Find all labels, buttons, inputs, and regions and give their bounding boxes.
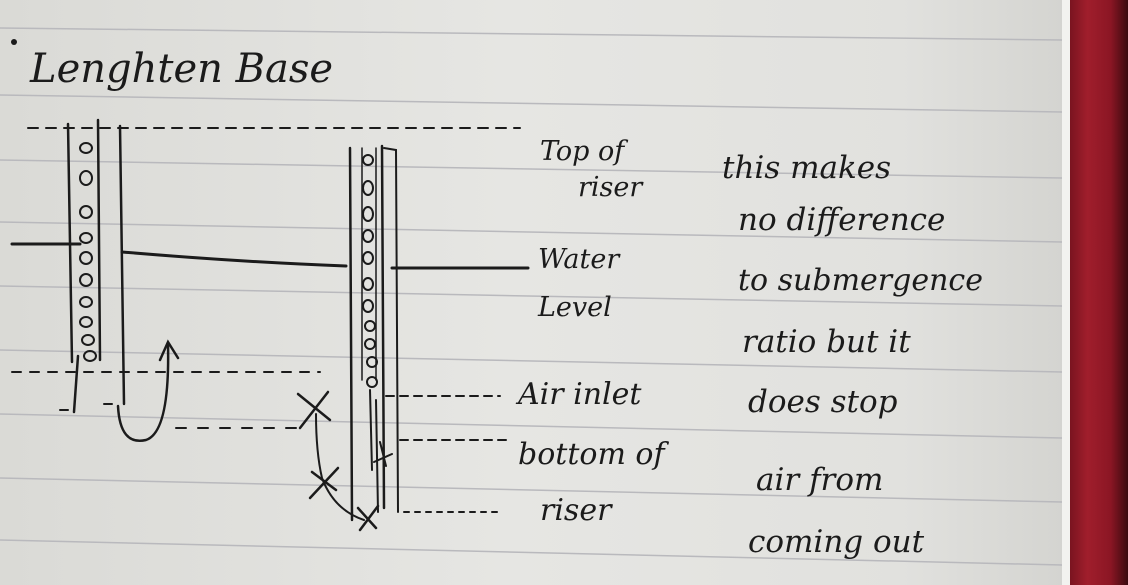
bullet-dot <box>11 39 17 45</box>
left-riser-walls <box>72 124 126 414</box>
left-riser-inner <box>66 118 102 364</box>
label-bottom-of-riser-line1: bottom of <box>518 437 669 472</box>
page-edge <box>1062 0 1072 585</box>
heading: Lenghten Base <box>29 46 333 92</box>
label-water-level-line1: Water <box>538 244 621 275</box>
note-line-6: air from <box>756 462 883 498</box>
cross-bottom <box>356 504 380 532</box>
label-top-of-riser-line1: Top of <box>540 136 628 167</box>
ruled-lines <box>0 27 1063 566</box>
note-line-1: this makes <box>722 150 891 186</box>
cross-top <box>296 390 332 430</box>
right-riser-walls <box>348 144 386 522</box>
label-top-of-riser-line2: riser <box>578 172 644 203</box>
note-line-3: to submergence <box>738 263 983 298</box>
note-line-2: no difference <box>738 202 945 238</box>
u-arrow <box>116 342 170 443</box>
binder-cover <box>1070 0 1128 585</box>
note-line-7: coming out <box>748 524 925 560</box>
air-bubbles <box>79 142 378 388</box>
label-bottom-of-riser-line2: riser <box>540 493 613 528</box>
note-line-4: ratio but it <box>742 324 911 360</box>
water-level-line <box>10 242 530 270</box>
label-air-inlet: Air inlet <box>515 377 642 412</box>
note-line-5: does stop <box>748 384 898 420</box>
label-water-level-line2: Level <box>537 292 612 323</box>
riser-sketch <box>10 118 530 532</box>
